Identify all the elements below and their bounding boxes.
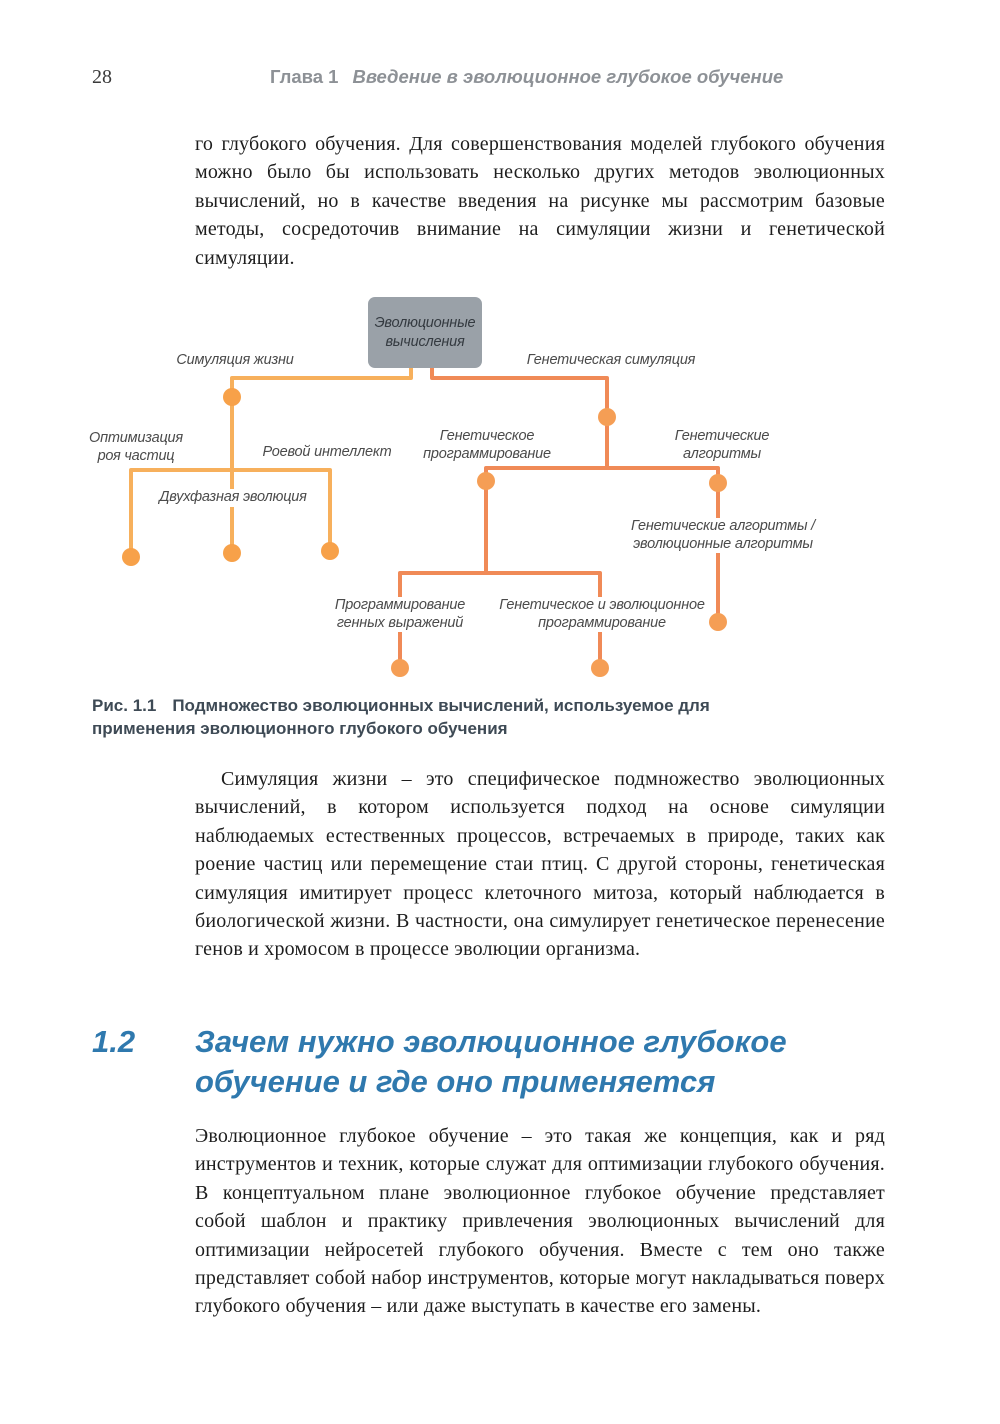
node-dot [223,544,241,562]
root-node-label: Эволюционные вычисления [374,314,476,350]
section-number: 1.2 [92,1024,136,1059]
paragraph-intro: го глубокого обучения. Для совершенствов… [195,133,885,269]
label-life-simulation: Симуляция жизни [174,352,296,370]
label-two-phase-evolution: Двухфазная эволюция [157,489,309,507]
node-dot [477,472,495,490]
section-title: Зачем нужно эволюционное глубокое обучен… [195,1024,787,1099]
node-dot [709,613,727,631]
chapter-label: Глава 1 [270,66,339,87]
node-dot [122,548,140,566]
running-head: 28 Глава 1 Введение в эволюционное глубо… [92,66,908,89]
figure-1-1-diagram: Эволюционные вычисления Симуляция жизни … [0,290,1000,690]
label-genetic-algorithms: Генетические алгоритмы [672,428,772,464]
section-heading-1-2: 1.2 Зачем нужно эволюционное глубокое об… [92,1022,787,1101]
paragraph-life-simulation: Симуляция жизни – это специфическое подм… [195,768,885,961]
node-dot [223,388,241,406]
paragraph-why-evolutionary-dl: Эволюционное глубокое обучение – это так… [195,1125,885,1318]
label-particle-swarm-optimization: Оптимизация роя частиц [87,430,185,466]
right-branch-dots [391,408,727,677]
label-genetic-evolutionary-programming: Генетическое и эволюционное программиров… [497,597,707,633]
label-gene-expression-programming: Программирование генных выражений [332,597,468,633]
node-dot [598,408,616,426]
node-dot [391,659,409,677]
page-number: 28 [92,66,112,88]
label-genetic-programming: Генетическое программирование [421,428,553,464]
label-genetic-simulation: Генетическая симуляция [524,352,698,370]
figure-caption-label: Рис. 1.1 [92,696,157,715]
chapter-title: Введение в эволюционное глубокое обучени… [352,66,784,87]
left-branch-dots [122,388,339,566]
root-node-evolutionary-computation: Эволюционные вычисления [368,297,482,368]
label-swarm-intelligence: Роевой интеллект [260,444,394,462]
figure-caption-text: Подмножество эволюционных вычислений, ис… [92,696,710,739]
node-dot [321,542,339,560]
left-branch-lines [129,366,413,559]
label-genetic-evolutionary-algorithms: Генетические алгоритмы / эволюционные ал… [628,518,818,554]
node-dot [591,659,609,677]
diagram-connectors [122,366,727,677]
node-dot [709,474,727,492]
